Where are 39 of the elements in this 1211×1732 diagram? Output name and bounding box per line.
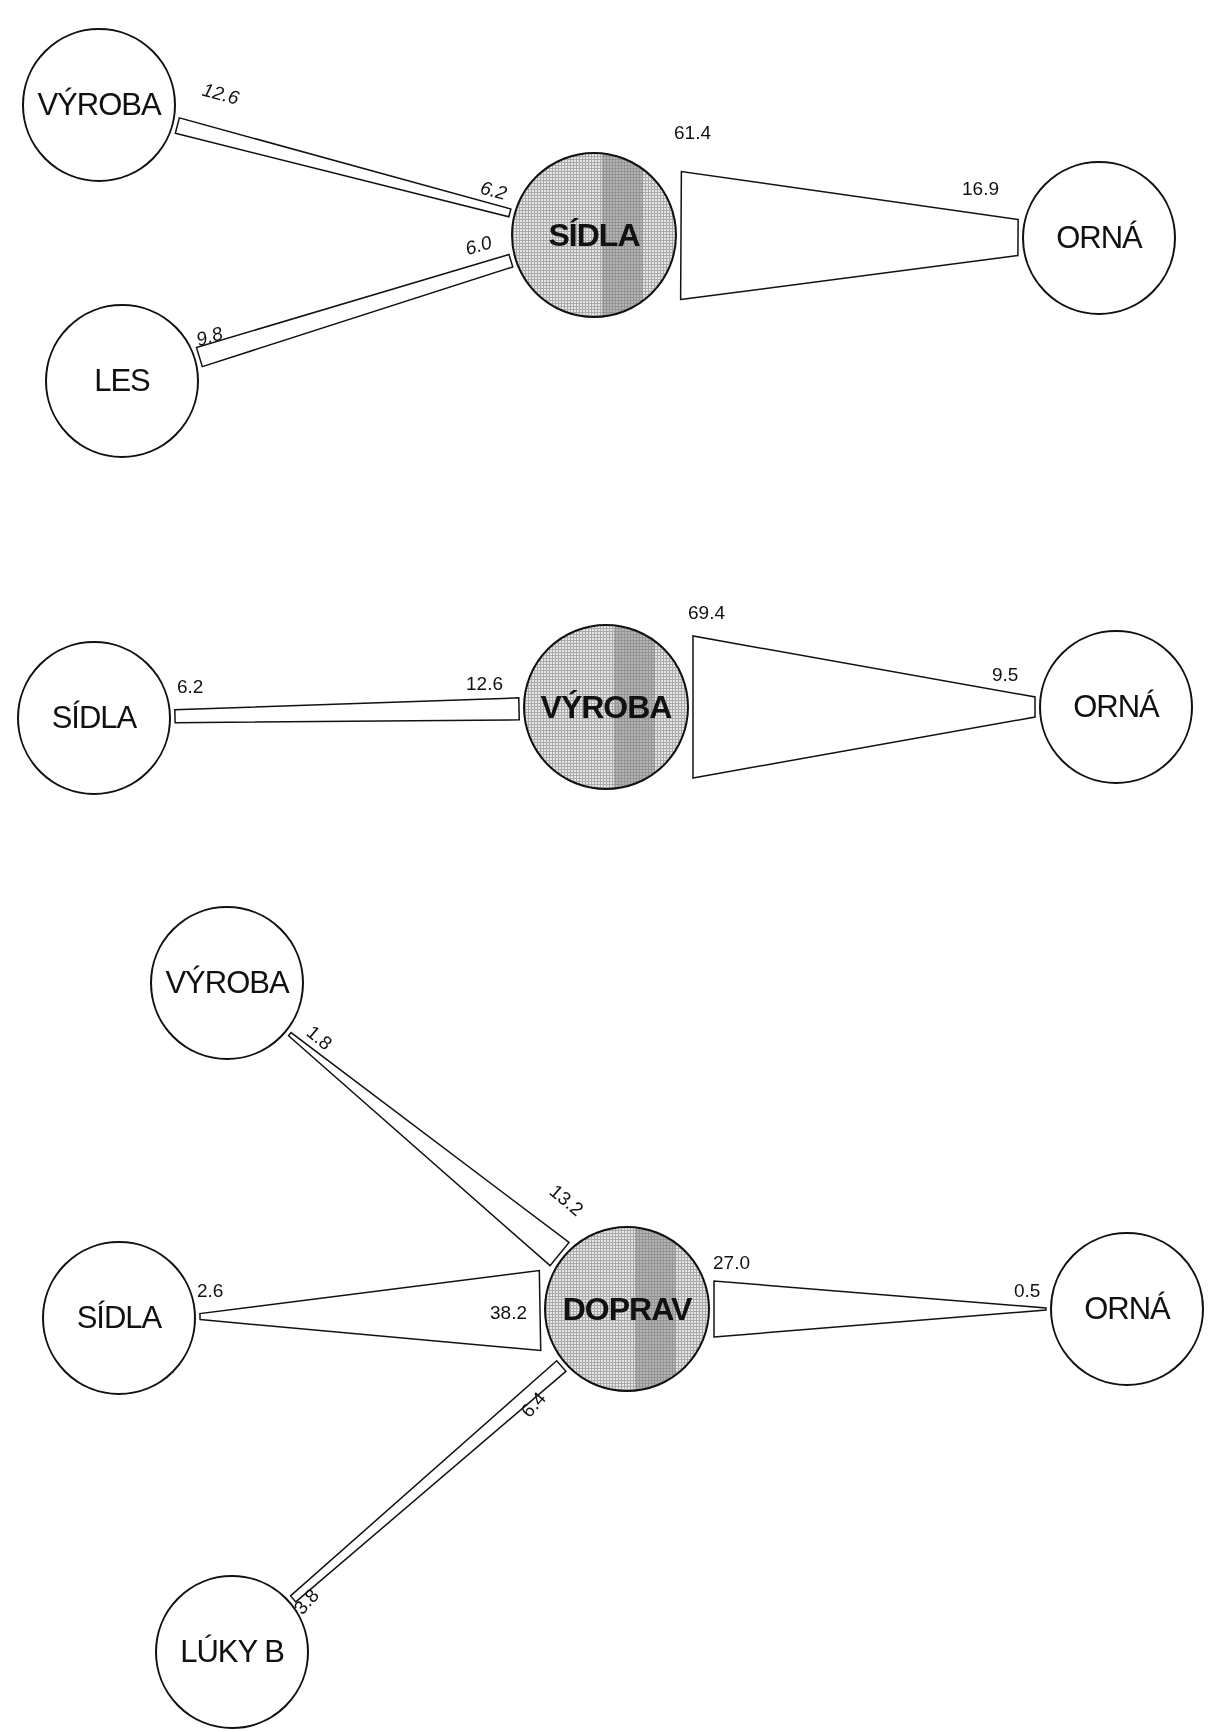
flow-value: 6.2	[177, 676, 204, 698]
flow-value: 38.2	[490, 1302, 527, 1324]
node-label: LÚKY B	[180, 1634, 284, 1670]
flow-band	[195, 253, 514, 368]
flow-band	[174, 116, 512, 218]
flow-value: 6.4	[516, 1387, 551, 1422]
node-label: SÍDLA	[548, 216, 640, 254]
node-label: ORNÁ	[1056, 220, 1142, 256]
node-label: DOPRAV	[562, 1290, 692, 1328]
flow-value: 6.0	[462, 231, 495, 260]
node-label: SÍDLA	[76, 1300, 162, 1336]
node-label: ORNÁ	[1084, 1291, 1170, 1327]
flow-band	[174, 697, 521, 724]
flow-value: 27.0	[713, 1252, 750, 1274]
flow-value: 69.4	[688, 602, 725, 624]
flow-band	[287, 1031, 571, 1267]
flow-value: 9.8	[193, 322, 226, 351]
flow-band	[199, 1269, 542, 1352]
node-label: VÝROBA	[37, 87, 161, 123]
flow-value: 6.2	[478, 176, 510, 205]
flow-value: 1.8	[302, 1021, 337, 1055]
node-label: VÝROBA	[540, 688, 672, 726]
flow-value: 13.2	[545, 1180, 588, 1221]
node-label: LES	[94, 363, 150, 399]
flow-value: 2.6	[197, 1280, 224, 1302]
flow-band	[679, 170, 1019, 301]
flow-value: 0.5	[1014, 1280, 1041, 1302]
flow-band	[713, 1280, 1047, 1338]
flow-value: 3.8	[289, 1584, 324, 1619]
flow-band	[289, 1359, 567, 1603]
flow-value: 12.6	[200, 78, 242, 110]
node-label: ORNÁ	[1073, 689, 1159, 725]
flow-value: 61.4	[674, 122, 711, 144]
flow-value: 16.9	[962, 178, 999, 200]
flow-value: 9.5	[992, 664, 1019, 686]
flow-value: 12.6	[466, 673, 503, 695]
node-label: SÍDLA	[51, 700, 137, 736]
node-label: VÝROBA	[165, 965, 289, 1001]
flow-band	[692, 635, 1036, 779]
